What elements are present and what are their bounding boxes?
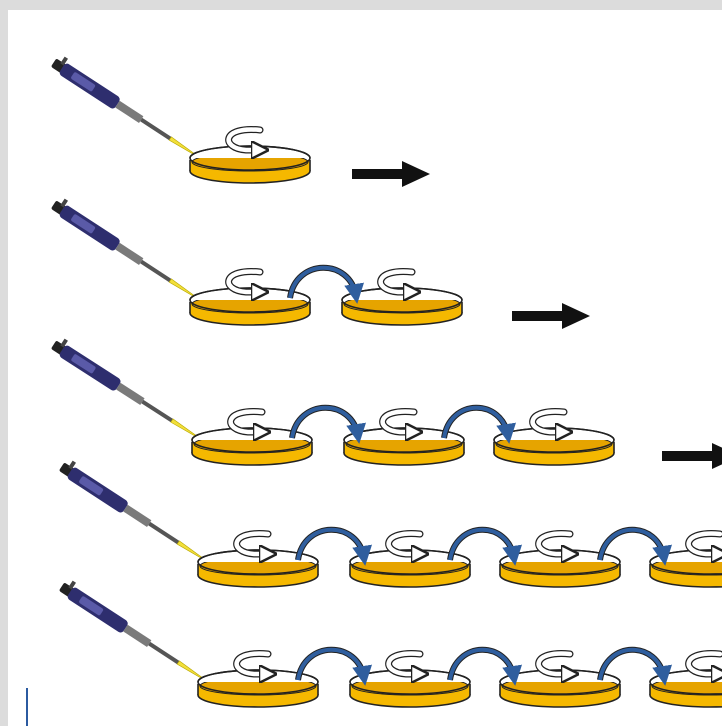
transfer-arrow-icon: [289, 404, 366, 444]
swirl-arrow-icon: [385, 530, 420, 554]
swirl-arrow-icon: [227, 408, 262, 432]
swirl-arrow-icon: [685, 650, 722, 674]
next-step-arrow-icon: [662, 443, 722, 469]
swirl-arrow-icon: [233, 530, 268, 554]
swirl-arrow-icon: [377, 268, 412, 292]
petri-dish-icon: [189, 268, 311, 326]
transfer-arrow-icon: [447, 526, 522, 566]
swirl-arrow-icon: [529, 408, 564, 432]
frame-edge-marker: [26, 688, 28, 726]
petri-dish-icon: [343, 408, 465, 466]
transfer-arrow-icon: [597, 646, 672, 686]
diagram-panel: [8, 10, 722, 726]
petri-dish-icon: [341, 268, 463, 326]
petri-dish-icon: [493, 408, 615, 466]
pipette-icon: [51, 56, 195, 155]
swirl-arrow-icon: [535, 530, 570, 554]
petri-dish-icon: [499, 650, 621, 708]
transfer-arrow-icon: [287, 264, 364, 304]
petri-dish-icon: [189, 126, 311, 184]
transfer-arrow-icon: [295, 526, 372, 566]
pipette-icon: [51, 338, 197, 437]
transfer-arrow-icon: [447, 646, 522, 686]
petri-dish-icon: [197, 530, 319, 588]
swirl-arrow-icon: [233, 650, 268, 674]
petri-dish-icon: [197, 650, 319, 708]
petri-dish-icon: [191, 408, 313, 466]
transfer-arrow-icon: [441, 404, 516, 444]
petri-dish-icon: [349, 530, 471, 588]
swirl-arrow-icon: [225, 268, 260, 292]
swirl-arrow-icon: [225, 126, 260, 150]
swirl-arrow-icon: [535, 650, 570, 674]
petri-dish-icon: [349, 650, 471, 708]
pipette-icon: [59, 460, 203, 559]
transfer-arrow-icon: [295, 646, 372, 686]
pipette-icon: [51, 198, 195, 297]
swirl-arrow-icon: [385, 650, 420, 674]
petri-dish-icon: [499, 530, 621, 588]
pipette-icon: [59, 580, 203, 679]
swirl-arrow-icon: [379, 408, 414, 432]
next-step-arrow-icon: [352, 161, 430, 187]
transfer-arrow-icon: [597, 526, 672, 566]
swirl-arrow-icon: [685, 530, 722, 554]
next-step-arrow-icon: [512, 303, 590, 329]
serial-passage-diagram: [51, 56, 722, 708]
